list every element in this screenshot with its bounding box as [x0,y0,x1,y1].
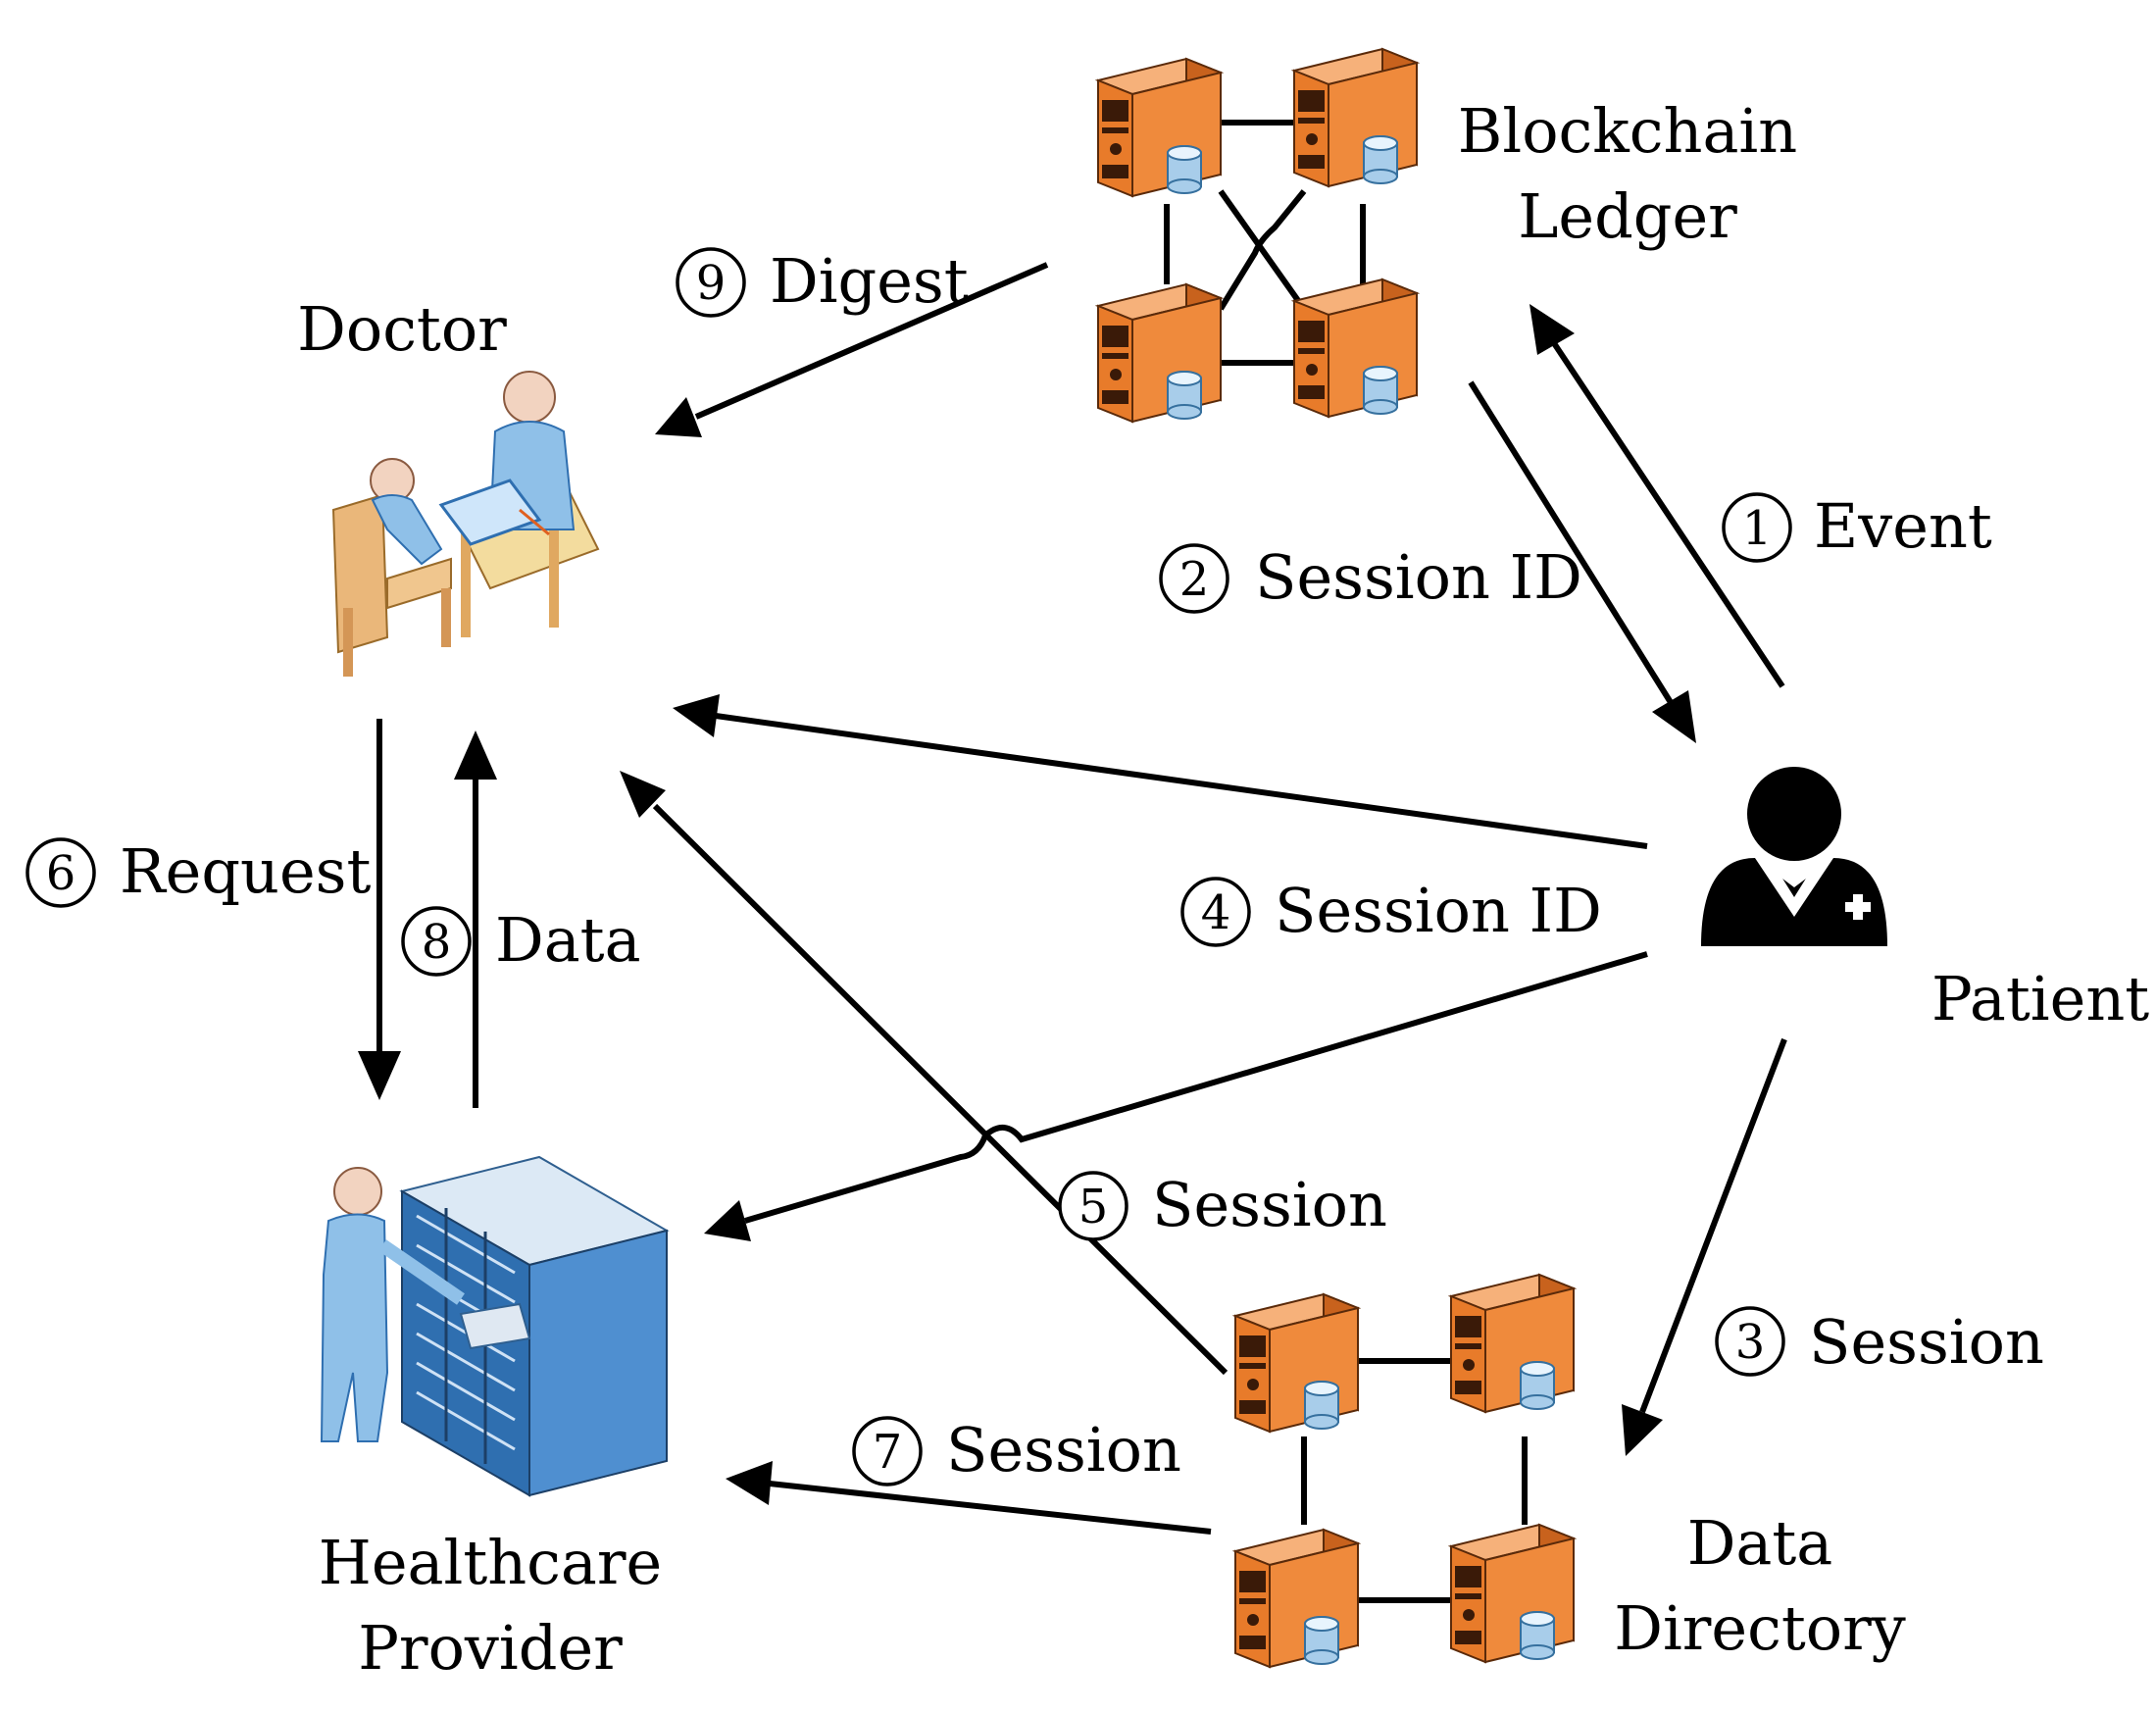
edge-request [358,719,401,1100]
svg-text:Session ID: Session ID [1255,541,1582,613]
svg-text:7: 7 [873,1425,903,1480]
step-9-label: 9 Digest [676,245,969,318]
svg-text:4: 4 [1201,885,1231,940]
svg-text:9: 9 [696,256,727,311]
svg-text:1: 1 [1742,501,1773,556]
edge-session-directory-to-doctor [620,771,1228,1376]
step-2-label: 2 Session ID [1159,541,1582,614]
blockchain-ledger-label-2: Ledger [1518,180,1737,252]
datacenter-operator-icon [320,1155,670,1497]
step-7-label: 7 Session [852,1414,1181,1486]
edge-data [454,731,497,1108]
svg-text:Request: Request [120,835,372,907]
svg-text:2: 2 [1179,552,1210,607]
healthcare-provider-label-2: Provider [358,1612,623,1684]
svg-text:5: 5 [1078,1180,1109,1234]
data-directory-label-2: Directory [1614,1592,1906,1664]
patient-label: Patient [1931,963,2149,1034]
doctor-desk-icon [331,371,600,677]
edge-session-directory-to-provider [726,1461,1212,1535]
svg-text:3: 3 [1735,1315,1766,1370]
edge-digest [655,262,1049,437]
svg-text:6: 6 [46,846,76,901]
svg-text:Digest: Digest [770,245,969,317]
step-3-label: 3 Session [1715,1306,2044,1378]
step-8-label: 8 Data [401,904,641,977]
data-directory-cluster-icon [1234,1274,1575,1668]
healthcare-provider-label: Healthcare [319,1527,662,1598]
svg-text:Session ID: Session ID [1275,875,1602,946]
svg-text:8: 8 [422,915,452,970]
edge-session-id-to-patient [1468,380,1696,743]
step-6-label: 6 Request [25,835,372,908]
svg-text:Session: Session [1152,1169,1387,1240]
blockchain-ledger-cluster-icon [1097,48,1418,423]
step-1-label: 1 Event [1722,490,1992,563]
svg-text:Data: Data [495,904,641,976]
edge-session-patient-to-directory [1622,1037,1787,1456]
blockchain-ledger-label: Blockchain [1458,95,1797,167]
edge-event [1529,304,1785,688]
svg-text:Event: Event [1814,490,1992,562]
patient-icon [1701,767,1887,946]
step-4-label: 4 Session ID [1180,875,1602,947]
step-5-label: 5 Session [1058,1169,1387,1241]
svg-text:Session: Session [946,1414,1181,1486]
data-directory-label: Data [1687,1507,1833,1579]
svg-text:Session: Session [1809,1306,2044,1378]
doctor-label: Doctor [297,293,507,365]
edge-session-id-to-doctor [673,694,1648,849]
